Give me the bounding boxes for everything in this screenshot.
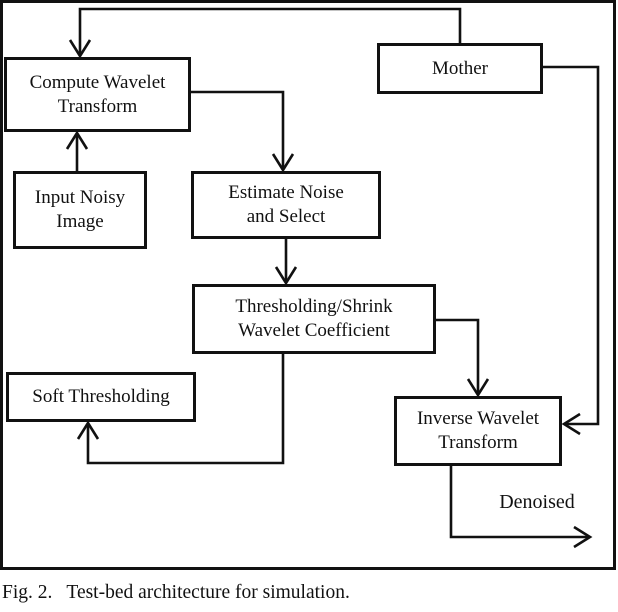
node-compute-wavelet-transform: Compute Wavelet Transform	[4, 57, 191, 132]
arrow-threshold-to-inverse-head	[466, 378, 490, 398]
arrow-estimate-to-threshold-head	[274, 266, 298, 286]
arrow-threshold-to-inverse-shaft	[436, 318, 480, 395]
node-inverse-wavelet-transform: Inverse Wavelet Transform	[394, 396, 562, 466]
figure-border	[0, 0, 616, 570]
arrow-mother-to-compute-head	[68, 39, 92, 59]
node-thresholding-shrink-wavelet-coefficient: Thresholding/Shrink Wavelet Coefficient	[192, 284, 436, 354]
arrow-mother-to-inverse-head	[561, 412, 581, 436]
node-soft-thresholding: Soft Thresholding	[6, 372, 196, 422]
arrow-input-to-compute-head	[65, 130, 89, 150]
figure-caption-number: Fig. 2.	[2, 582, 53, 603]
node-estimate-noise-and-select: Estimate Noise and Select	[191, 171, 381, 239]
arrow-mother-to-inverse-shaft	[543, 65, 600, 426]
figure-caption: Fig. 2. Test-bed architecture for simulat…	[2, 582, 350, 604]
figure-caption-text: Test-bed architecture for simulation.	[66, 582, 350, 603]
arrow-mother-to-compute-shaft	[78, 7, 462, 56]
arrow-inverse-to-output-head	[573, 525, 593, 549]
arrow-compute-to-estimate-shaft	[191, 90, 285, 170]
arrow-threshold-to-soft-shaft	[86, 354, 285, 465]
arrow-compute-to-estimate-head	[271, 153, 295, 173]
node-mother: Mother	[377, 43, 543, 94]
arrow-inverse-to-output-shaft	[449, 466, 590, 539]
node-input-noisy-image: Input Noisy Image	[13, 171, 147, 249]
arrow-threshold-to-soft-head	[76, 420, 100, 440]
output-label-denoised: Denoised	[499, 491, 575, 513]
